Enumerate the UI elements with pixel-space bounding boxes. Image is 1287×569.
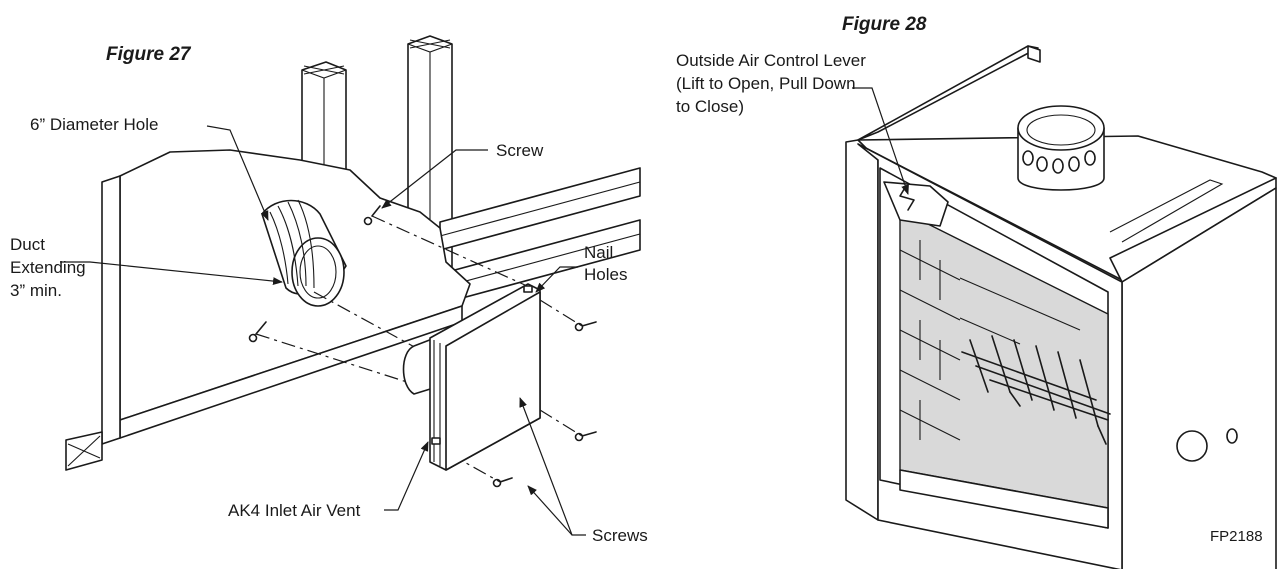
label-diameter-hole: 6” Diameter Hole — [30, 115, 159, 134]
label-duct-line2: Extending — [10, 258, 86, 277]
figure-27-title: Figure 27 — [106, 44, 192, 65]
leader-lines-fig27 — [60, 125, 586, 536]
label-duct-line3: 3” min. — [10, 281, 62, 300]
label-lever-line1: Outside Air Control Lever — [676, 51, 866, 70]
label-lever-line2: (Lift to Open, Pull Down — [676, 74, 856, 93]
side-knockout-small — [1226, 428, 1238, 444]
drawing-code: FP2188 — [1210, 528, 1263, 545]
label-screws: Screws — [592, 526, 648, 545]
lever-leader — [852, 87, 909, 195]
label-nail-line1: Nail — [584, 243, 613, 262]
label-duct-line1: Duct — [10, 235, 45, 254]
figure-28-illustration — [845, 45, 1277, 569]
fireplace-grate — [961, 335, 1111, 445]
flue-collar — [1017, 105, 1105, 191]
label-inlet-air-vent: AK4 Inlet Air Vent — [228, 501, 361, 520]
label-screw: Screw — [496, 141, 544, 160]
duct-pipe — [261, 199, 347, 307]
firebox-bricks — [899, 240, 1081, 441]
inlet-air-vent — [402, 283, 541, 471]
label-nail-line2: Holes — [584, 265, 627, 284]
outside-air-control-lever — [883, 181, 949, 227]
figure-27-illustration — [60, 35, 641, 536]
figure-28-title: Figure 28 — [842, 14, 927, 35]
label-lever-line3: to Close) — [676, 97, 744, 116]
side-knockout-large — [1176, 430, 1208, 462]
